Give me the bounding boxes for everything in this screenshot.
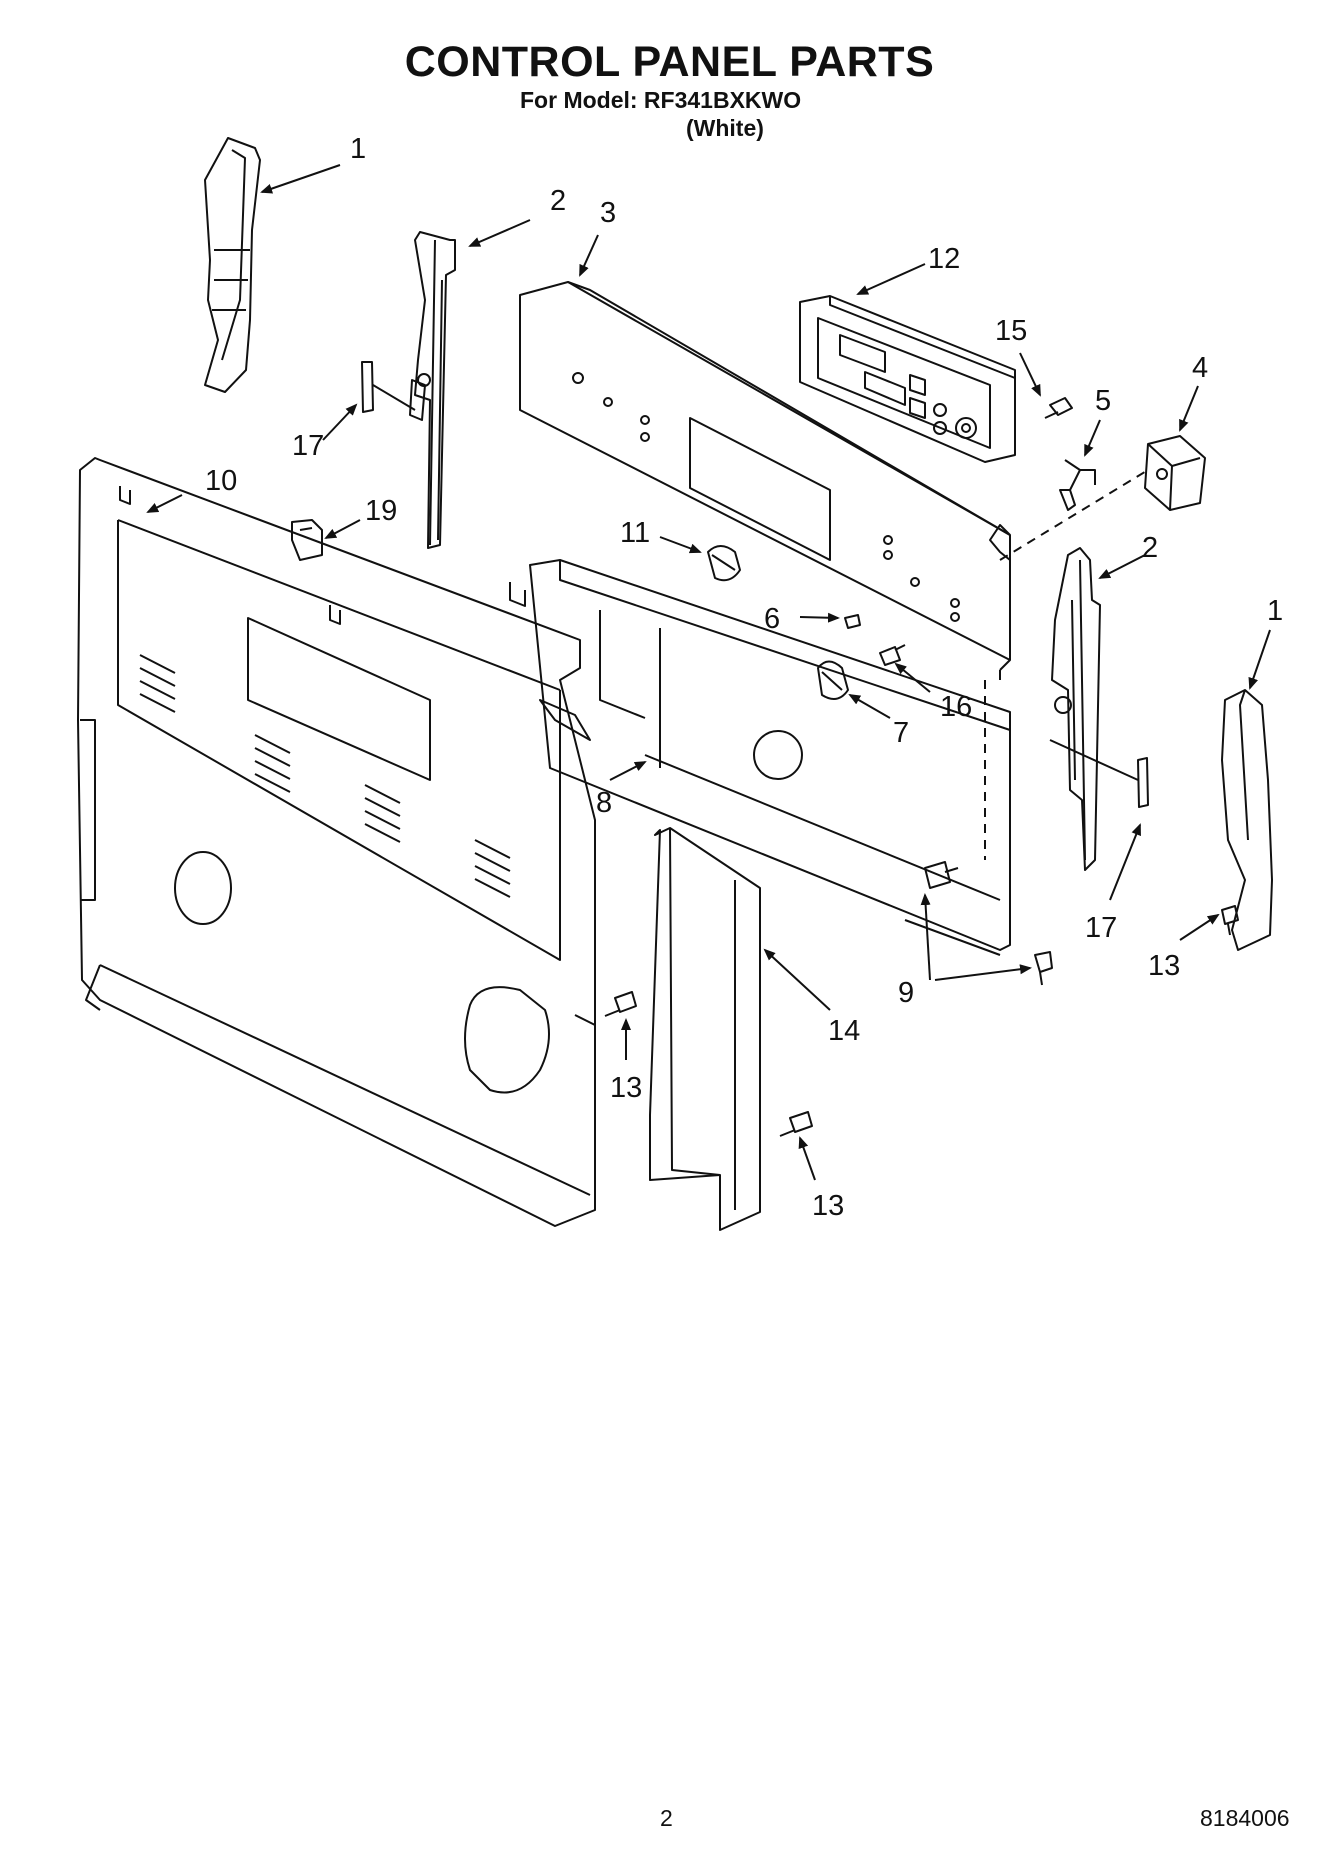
channel-part (649, 827, 761, 1231)
leader-1a (260, 164, 341, 194)
callout-4: 4 (1192, 352, 1208, 384)
callout-14: 14 (828, 1015, 860, 1047)
leader-2a (468, 219, 531, 247)
rear-panel-part (77, 457, 596, 1227)
leader-2b (1098, 554, 1146, 579)
leader-9b (934, 964, 1032, 981)
callout-1a: 1 (350, 133, 366, 165)
callout-15: 15 (995, 315, 1027, 347)
leader-14 (763, 948, 831, 1011)
callout-17b: 17 (1085, 912, 1117, 944)
leader-17b (1109, 823, 1141, 901)
leader-17a (322, 403, 358, 441)
model-line: For Model: RF341BXKWO (520, 87, 802, 113)
callout-2a: 2 (550, 185, 566, 217)
callout-12: 12 (928, 243, 960, 275)
wire-connector-part (1059, 459, 1096, 511)
leader-8 (609, 761, 647, 781)
callout-8: 8 (596, 787, 612, 819)
callout-5: 5 (1095, 385, 1111, 417)
leader-19 (324, 519, 361, 539)
color-variant: (White) (686, 115, 764, 141)
leader-16 (894, 662, 931, 693)
clip-left-part (361, 361, 416, 413)
clip-right-part (1049, 739, 1149, 808)
leader-10 (146, 494, 183, 513)
callout-1b: 1 (1267, 595, 1283, 627)
page-number: 2 (660, 1805, 673, 1831)
clock-control-board-part (799, 295, 1016, 463)
manifold-panel-part (529, 559, 1011, 956)
knob-7-part (817, 660, 849, 700)
callout-2b: 2 (1142, 532, 1158, 564)
callout-7: 7 (893, 717, 909, 749)
end-cap-right-part (1221, 689, 1273, 951)
document-number: 8184006 (1200, 1805, 1290, 1831)
leader-5 (1084, 419, 1101, 457)
dash-line-connector (999, 469, 1149, 561)
leader-9a (920, 893, 931, 981)
callout-17a: 17 (292, 430, 324, 462)
leader-15 (1019, 352, 1041, 397)
callout-3: 3 (600, 197, 616, 229)
side-bracket-left-part (409, 231, 456, 549)
screw-13c-part (779, 1111, 813, 1137)
control-console-part (519, 281, 1011, 680)
side-bracket-right-part (1051, 547, 1101, 871)
leader-13a (1179, 913, 1220, 941)
screw-13a-part (1221, 905, 1239, 936)
leader-3 (579, 234, 599, 277)
leader-12 (856, 263, 926, 295)
screw-13b-part (604, 991, 637, 1017)
screw-6-part (844, 614, 861, 629)
leader-1b (1248, 629, 1271, 690)
switch-box-part (1144, 435, 1206, 511)
screw-9a-part (924, 861, 959, 889)
page-title: CONTROL PANEL PARTS (404, 38, 935, 86)
callout-19: 19 (365, 495, 397, 527)
leader-7 (848, 694, 891, 719)
callout-11: 11 (620, 517, 650, 549)
screw-16-part (879, 644, 906, 666)
leader-13c (798, 1136, 816, 1181)
callout-13a: 13 (1148, 950, 1180, 982)
callout-10: 10 (205, 465, 237, 497)
leader-4 (1179, 385, 1199, 432)
leader-11 (659, 536, 702, 554)
clip-19-part (291, 519, 323, 561)
callout-6: 6 (764, 603, 780, 635)
callout-13b: 13 (610, 1072, 642, 1104)
knob-11-part (707, 545, 741, 582)
screw-15-part (1044, 397, 1073, 419)
callout-13c: 13 (812, 1190, 844, 1222)
callout-16: 16 (940, 691, 972, 723)
screw-9b-part (1034, 951, 1053, 986)
end-cap-left-part (204, 137, 261, 393)
callout-9: 9 (898, 977, 914, 1009)
leader-6 (799, 612, 840, 623)
